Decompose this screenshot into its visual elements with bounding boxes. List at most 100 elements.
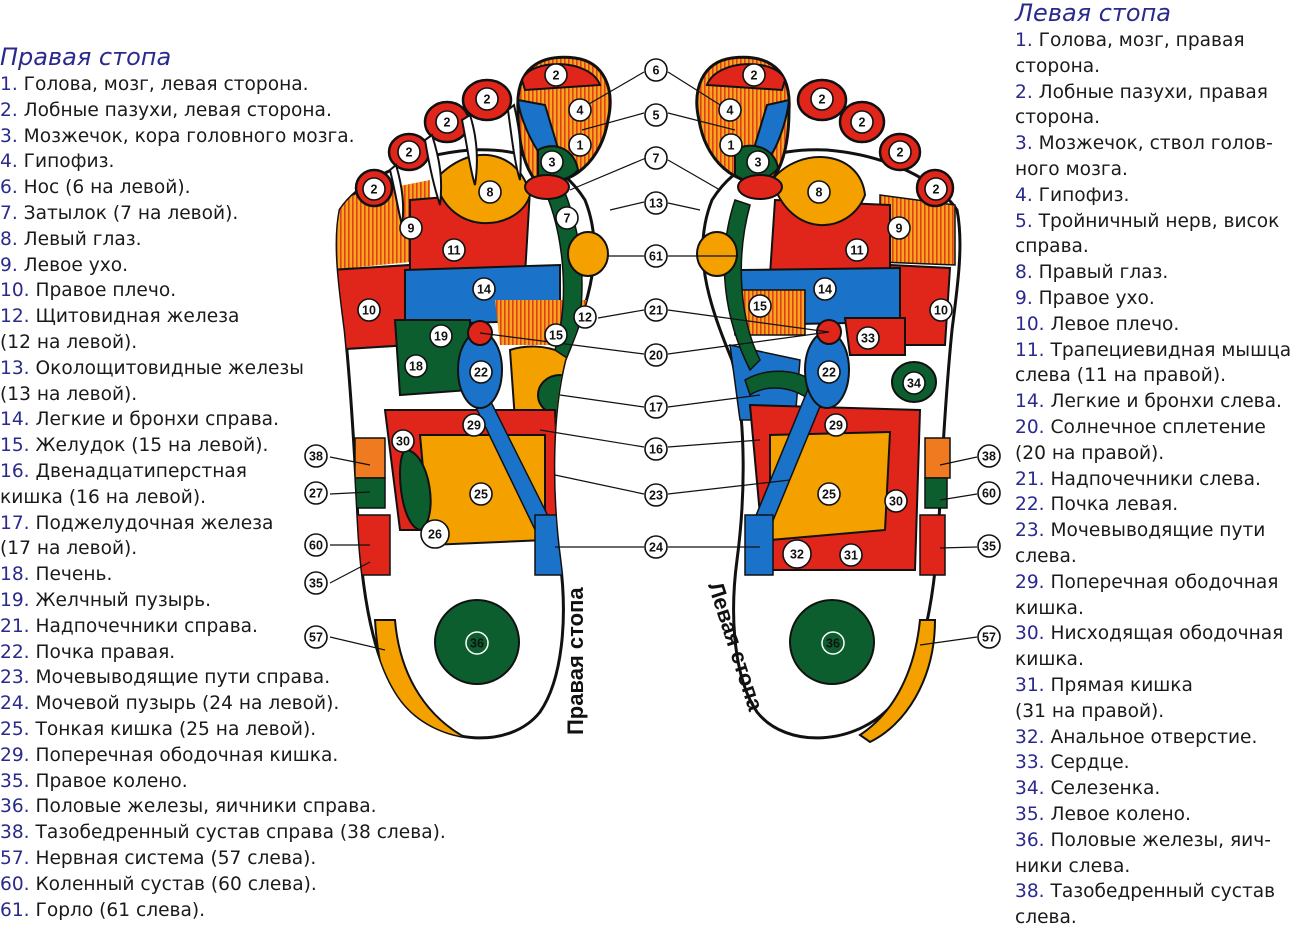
legend-item-text: Солнечное сплетение — [1050, 416, 1266, 438]
zone-marker-6: 6 — [644, 58, 668, 82]
zone-marker-circle — [742, 63, 766, 87]
zone-marker-label: 21 — [649, 304, 663, 318]
legend-item: 1. Голова, мозг, левая сторона. — [0, 72, 470, 98]
zone-marker-circle — [746, 150, 770, 174]
legend-item-number: 38. — [0, 822, 36, 844]
zone-marker-label: 26 — [428, 528, 442, 542]
zone-marker-24: 24 — [644, 535, 668, 559]
legend-item: 24. Мочевой пузырь (24 на левой). — [0, 691, 470, 717]
zone-marker-57: 57 — [304, 625, 328, 649]
legend-item-number: 57. — [0, 847, 36, 869]
zone-24-left — [744, 514, 774, 576]
zone-marker-1: 1 — [719, 133, 743, 157]
legend-item-text: (20 на правой). — [1015, 442, 1165, 464]
legend-item-text: Правое колено. — [35, 770, 188, 792]
legend-item-text: Желудок (15 на левой). — [35, 435, 269, 457]
zone-marker-circle — [644, 103, 668, 127]
legend-item-number: 8. — [0, 228, 24, 250]
zone-marker-label: 17 — [649, 401, 663, 415]
zone-marker-label: 60 — [982, 487, 996, 501]
zone-marker-circle — [887, 216, 911, 240]
zone-marker-circle — [399, 216, 423, 240]
zone-marker-34: 34 — [902, 371, 926, 395]
zone-marker-label: 2 — [819, 93, 826, 107]
zone-marker-label: 19 — [434, 330, 448, 344]
zone-marker-label: 2 — [406, 146, 413, 160]
zone-marker-label: 4 — [727, 104, 734, 118]
zone-marker-label: 29 — [829, 419, 843, 433]
legend-item: 60. Коленный сустав (60 слева). — [0, 872, 470, 898]
legend-item-text: Околощитовидные железы — [35, 357, 304, 379]
legend-item-text: Желчный пузырь. — [35, 589, 212, 611]
legend-item-number: 23. — [0, 667, 36, 689]
legend-item: сторона. — [1015, 105, 1297, 131]
legend-item: 12. Щитовидная железа — [0, 304, 470, 330]
zone-marker-22: 22 — [817, 360, 841, 384]
zone-marker-label: 4 — [577, 104, 584, 118]
legend-item: 9. Левое ухо. — [0, 253, 470, 279]
legend-item-number: 23. — [1015, 520, 1051, 542]
small-toes-left — [796, 78, 955, 208]
zone-marker-38: 38 — [977, 444, 1001, 468]
legend-item-text: Мочевыводящие пути — [1050, 520, 1266, 542]
legend-item: 61. Горло (61 слева). — [0, 898, 470, 924]
legend-item-text: Щитовидная железа — [35, 306, 240, 328]
legend-item-text: Надпочечники справа. — [35, 615, 258, 637]
zone-marker-36: 36 — [821, 631, 845, 655]
legend-title: Правая стопа — [0, 43, 172, 71]
zone-marker-26: 26 — [420, 519, 450, 549]
zone-marker-circle — [977, 444, 1001, 468]
zone-marker-circle — [442, 238, 466, 262]
legend-item-text: Половые железы, яичники справа. — [35, 796, 377, 818]
zone-marker-circle — [304, 571, 328, 595]
zone-marker-label: 7 — [653, 152, 660, 166]
legend-list: 1. Голова, мозг, левая сторона.2. Лобные… — [0, 72, 470, 923]
zone-marker-label: 11 — [850, 244, 863, 258]
legend-item-text: Половые железы, яич- — [1050, 829, 1271, 851]
legend-item: 22. Почка правая. — [0, 640, 470, 666]
zone-7 — [524, 174, 570, 200]
legend-item-number: 3. — [0, 125, 24, 147]
legend-item-text: (31 на правой). — [1015, 700, 1165, 722]
legend-item: (12 на левой). — [0, 330, 470, 356]
legend-item-text: Правое ухо. — [1038, 287, 1155, 309]
legend-item-text: Мочевой пузырь (24 на левой). — [35, 693, 340, 715]
legend-item: 8. Левый глаз. — [0, 227, 470, 253]
legend-item: 11. Трапециевидная мышца — [1015, 338, 1297, 364]
legend-item-text: Поперечная ободочная кишка. — [35, 744, 339, 766]
zone-marker-label: 3 — [549, 156, 556, 170]
zone-marker-circle — [845, 238, 869, 262]
legend-item-text: Легкие и бронхи слева. — [1050, 391, 1282, 413]
zone-marker-circle — [644, 437, 668, 461]
legend-item-text: Легкие и бронхи справа. — [35, 409, 279, 431]
zone-60-left — [924, 477, 948, 509]
zone-marker-11: 11 — [442, 238, 466, 262]
zone-marker-circle — [420, 519, 450, 549]
legend-item: 22. Почка левая. — [1015, 492, 1297, 518]
zone-marker-31: 31 — [839, 543, 863, 567]
zone-marker-circle — [397, 140, 421, 164]
legend-item-number: 4. — [1015, 184, 1039, 206]
zone-marker-label: 23 — [649, 489, 663, 503]
zone-60 — [354, 477, 386, 509]
legend-item-number: 8. — [1015, 262, 1039, 284]
legend-item-number: 2. — [0, 99, 24, 121]
zone-marker-circle — [404, 354, 428, 378]
legend-item-text: Коленный сустав (60 слева). — [35, 873, 317, 895]
zone-marker-60: 60 — [977, 481, 1001, 505]
legend-item-text: Голова, мозг, правая — [1038, 30, 1245, 51]
zone-marker-circle — [435, 110, 459, 134]
zone-marker-circle — [391, 429, 415, 453]
zone-marker-label: 9 — [896, 222, 903, 236]
zone-marker-29: 29 — [824, 413, 848, 437]
zone-marker-20: 20 — [644, 343, 668, 367]
legend-item-text: Левый глаз. — [23, 228, 142, 250]
legend-item-number: 18. — [0, 564, 36, 586]
legend-item-text: Тонкая кишка (25 на левой). — [35, 718, 317, 740]
zone-marker-label: 2 — [933, 183, 940, 197]
zone-38-left — [924, 437, 951, 479]
zone-marker-23: 23 — [644, 483, 668, 507]
